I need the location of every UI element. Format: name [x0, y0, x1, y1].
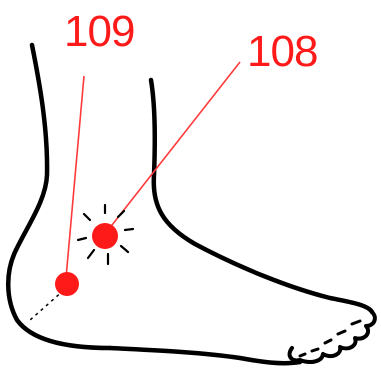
toenail-3 — [325, 340, 331, 343]
heel-guide-line — [30, 290, 64, 320]
toenail-1 — [352, 321, 360, 324]
leader-line-108 — [105, 62, 240, 234]
foot-outline-back — [8, 45, 110, 348]
toenail-4 — [312, 349, 318, 351]
callout-label-108: 108 — [247, 30, 317, 74]
callout-label-109: 109 — [64, 10, 134, 54]
point-109-marker — [55, 272, 79, 296]
toenail-2 — [338, 331, 345, 334]
leader-line-109 — [66, 76, 84, 278]
foot-outline-front — [151, 80, 372, 312]
toenail-5 — [300, 354, 305, 356]
point-108-marker — [92, 223, 118, 249]
foot-outline-sole — [110, 348, 300, 363]
